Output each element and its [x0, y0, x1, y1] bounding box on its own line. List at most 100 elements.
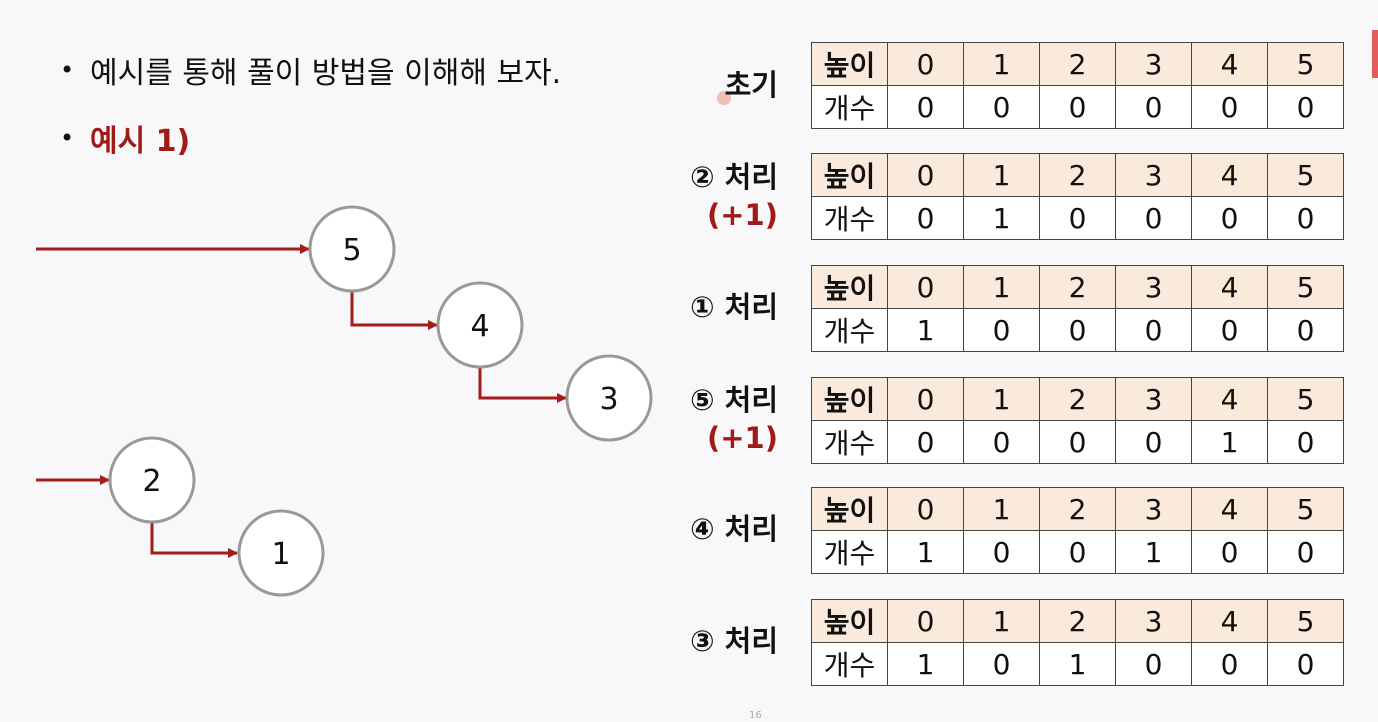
tree-diagram: 5 4 3 2 1	[36, 205, 653, 597]
count-label-cell: 개수	[811, 308, 888, 352]
bullet-dot: •	[60, 56, 75, 84]
count-cell: 0	[1039, 530, 1116, 574]
height-cell: 4	[1191, 487, 1268, 531]
height-table-step-5: 높이 0 1 2 3 4 5 개수 0 0 0 0 1 0	[811, 377, 1344, 464]
height-table-initial: 높이 0 1 2 3 4 5 개수 0 0 0 0 0 0	[811, 42, 1344, 129]
node-2: 2	[108, 436, 196, 524]
count-cell: 0	[1267, 196, 1344, 240]
arrow-2-to-1	[150, 521, 238, 558]
height-cell: 3	[1115, 42, 1192, 86]
count-cell: 0	[1267, 530, 1344, 574]
table-header-row: 높이 0 1 2 3 4 5	[811, 153, 1344, 197]
header-label-cell: 높이	[811, 42, 888, 86]
height-cell: 0	[887, 487, 964, 531]
height-cell: 2	[1039, 153, 1116, 197]
bullet-intro: • 예시를 통해 풀이 방법을 이해해 보자.	[60, 50, 561, 91]
edge-accent-bar	[1372, 30, 1378, 78]
count-cell: 1	[1039, 642, 1116, 686]
node-5-label: 5	[342, 233, 361, 268]
node-1: 1	[237, 509, 325, 597]
count-cell: 0	[1115, 308, 1192, 352]
height-cell: 0	[887, 377, 964, 421]
count-cell: 0	[1267, 308, 1344, 352]
node-3: 3	[565, 354, 653, 442]
height-cell: 1	[963, 377, 1040, 421]
node-4-label: 4	[470, 309, 489, 344]
height-cell: 0	[887, 265, 964, 309]
height-cell: 3	[1115, 599, 1192, 643]
height-cell: 4	[1191, 599, 1268, 643]
node-2-label: 2	[142, 464, 161, 499]
height-cell: 0	[887, 153, 964, 197]
height-cell: 1	[963, 153, 1040, 197]
height-cell: 2	[1039, 42, 1116, 86]
table-header-row: 높이 0 1 2 3 4 5	[811, 377, 1344, 421]
height-cell: 0	[887, 42, 964, 86]
pointer-highlight	[717, 91, 731, 105]
height-cell: 5	[1267, 377, 1344, 421]
count-cell: 1	[1115, 530, 1192, 574]
table-count-row: 개수 1 0 0 1 0 0	[811, 530, 1344, 574]
step-label-text: ④ 처리	[689, 512, 778, 546]
count-cell: 0	[1039, 308, 1116, 352]
step-label-text: 초기	[724, 68, 778, 102]
page-number: 16	[749, 710, 762, 721]
height-cell: 3	[1115, 377, 1192, 421]
height-cell: 2	[1039, 377, 1116, 421]
step-plus-text: (+1)	[707, 421, 778, 455]
count-label-cell: 개수	[811, 530, 888, 574]
height-cell: 5	[1267, 487, 1344, 531]
height-cell: 1	[963, 265, 1040, 309]
height-cell: 5	[1267, 153, 1344, 197]
table-header-row: 높이 0 1 2 3 4 5	[811, 42, 1344, 86]
table-count-row: 개수 0 0 0 0 1 0	[811, 420, 1344, 464]
header-label-cell: 높이	[811, 377, 888, 421]
count-label-cell: 개수	[811, 420, 888, 464]
arrow-5-to-4	[350, 292, 438, 330]
count-cell: 0	[963, 420, 1040, 464]
table-count-row: 개수 1 0 1 0 0 0	[811, 642, 1344, 686]
table-header-row: 높이 0 1 2 3 4 5	[811, 599, 1344, 643]
count-cell: 0	[887, 420, 964, 464]
table-count-row: 개수 0 0 0 0 0 0	[811, 85, 1344, 129]
table-header-row: 높이 0 1 2 3 4 5	[811, 487, 1344, 531]
height-cell: 4	[1191, 377, 1268, 421]
count-cell: 0	[1191, 308, 1268, 352]
height-cell: 0	[887, 599, 964, 643]
step-label-text: ② 처리	[689, 160, 778, 194]
height-cell: 3	[1115, 265, 1192, 309]
count-cell: 0	[1191, 530, 1268, 574]
table-count-row: 개수 1 0 0 0 0 0	[811, 308, 1344, 352]
node-1-label: 1	[271, 537, 290, 572]
header-label-cell: 높이	[811, 487, 888, 531]
count-cell: 0	[963, 530, 1040, 574]
table-header-row: 높이 0 1 2 3 4 5	[811, 265, 1344, 309]
step-label-5: ⑤ 처리 (+1)	[690, 381, 778, 457]
count-cell: 0	[1191, 85, 1268, 129]
count-cell: 1	[963, 196, 1040, 240]
height-cell: 1	[963, 42, 1040, 86]
step-label-1: ① 처리	[690, 288, 778, 326]
height-cell: 5	[1267, 265, 1344, 309]
count-cell: 1	[887, 308, 964, 352]
height-table-step-3: 높이 0 1 2 3 4 5 개수 1 0 1 0 0 0	[811, 599, 1344, 686]
height-cell: 3	[1115, 487, 1192, 531]
height-cell: 5	[1267, 599, 1344, 643]
node-4: 4	[436, 281, 524, 369]
step-label-3: ③ 처리	[690, 622, 778, 660]
bullet-example: • 예시 1)	[60, 118, 561, 159]
header-label-cell: 높이	[811, 153, 888, 197]
count-cell: 0	[963, 308, 1040, 352]
step-plus-text: (+1)	[707, 198, 778, 232]
bullet-example-text: 예시 1)	[90, 124, 191, 159]
table-count-row: 개수 0 1 0 0 0 0	[811, 196, 1344, 240]
step-label-text: ⑤ 처리	[689, 383, 778, 417]
height-cell: 5	[1267, 42, 1344, 86]
count-cell: 0	[963, 85, 1040, 129]
count-cell: 1	[887, 530, 964, 574]
height-cell: 2	[1039, 599, 1116, 643]
count-cell: 0	[1267, 642, 1344, 686]
count-cell: 0	[887, 196, 964, 240]
count-cell: 0	[1115, 85, 1192, 129]
count-cell: 0	[1115, 420, 1192, 464]
